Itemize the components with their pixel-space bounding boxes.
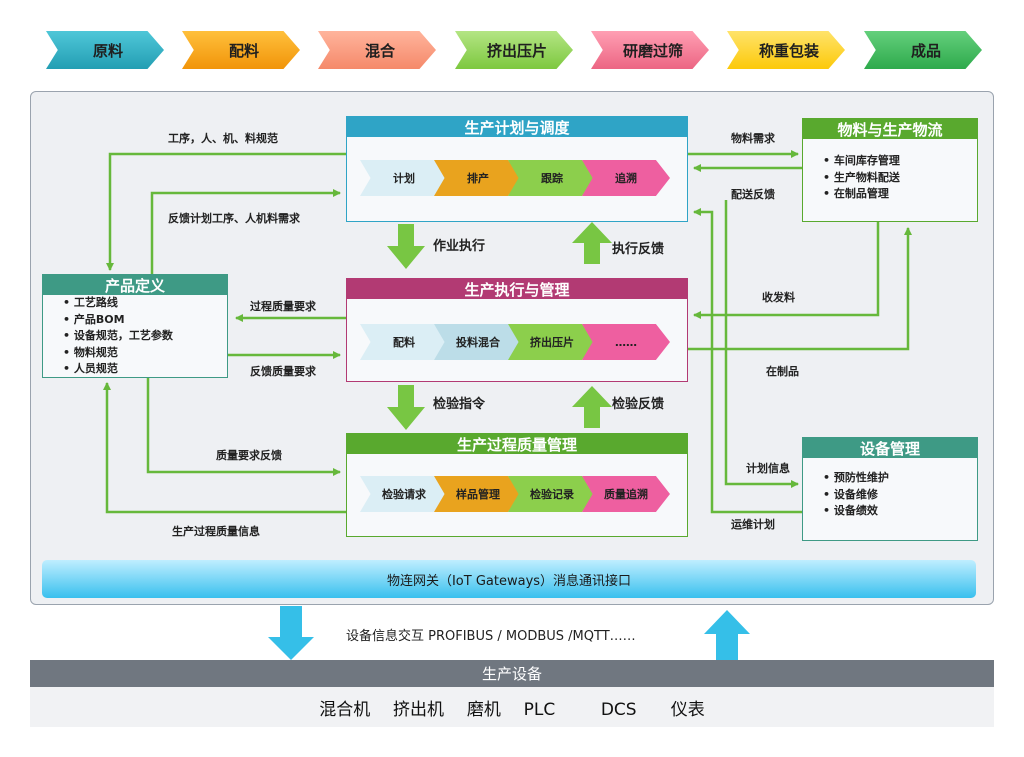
list-item: 产品BOM xyxy=(63,312,227,329)
planning-title: 生产计划与调度 xyxy=(347,117,687,137)
label-inspection-command: 检验指令 xyxy=(433,397,486,412)
list-item: 物料规范 xyxy=(63,345,227,362)
flow-step-finished-product: 成品 xyxy=(864,31,982,69)
planning-step-trace: 追溯 xyxy=(582,160,670,196)
production-equipment-title: 生产设备 xyxy=(481,665,542,683)
quality-step-request: 检验请求 xyxy=(360,476,448,512)
label-execution-feedback: 执行反馈 xyxy=(612,242,665,257)
list-item: 在制品管理 xyxy=(823,186,977,203)
iot-gateway-label: 物连网关（IoT Gateways）消息通讯接口 xyxy=(386,573,632,589)
equipment-management-box: 设备管理 预防性维护 设备维修 设备绩效 xyxy=(802,437,978,541)
iot-gateway-bar: 物连网关（IoT Gateways）消息通讯接口 xyxy=(42,560,976,598)
list-item: 工艺路线 xyxy=(63,295,227,312)
flow-step-grinding: 研磨过筛 xyxy=(591,31,709,69)
label-inspection-feedback: 检验反馈 xyxy=(612,397,665,412)
list-item: 人员规范 xyxy=(63,361,227,378)
label-feedback-quality-req: 反馈质量要求 xyxy=(250,365,316,378)
list-item: 预防性维护 xyxy=(823,470,977,487)
label-feedback-plan: 反馈计划工序、人机料需求 xyxy=(168,212,300,225)
label-quality-req-feedback: 质量要求反馈 xyxy=(216,449,282,462)
list-item: 生产物料配送 xyxy=(823,170,977,187)
planning-step-track: 跟踪 xyxy=(508,160,596,196)
label-wip: 在制品 xyxy=(766,365,799,378)
list-item: 设备维修 xyxy=(823,487,977,504)
quality-step-trace: 质量追溯 xyxy=(582,476,670,512)
protocol-text: 设备信息交互 PROFIBUS / MODBUS /MQTT…… xyxy=(346,629,636,644)
equipment-management-list: 预防性维护 设备维修 设备绩效 xyxy=(803,470,977,520)
flow-step-packaging: 称重包装 xyxy=(727,31,845,69)
product-definition-list: 工艺路线 产品BOM 设备规范，工艺参数 物料规范 人员规范 xyxy=(43,295,227,378)
quality-title: 生产过程质量管理 xyxy=(347,434,687,454)
product-definition-title: 产品定义 xyxy=(43,275,227,295)
label-delivery-feedback: 配送反馈 xyxy=(731,188,775,201)
label-plan-info: 计划信息 xyxy=(746,462,790,475)
planning-step-plan: 计划 xyxy=(360,160,448,196)
equipment-names: 混合机 挤出机 磨机 PLC DCS 仪表 xyxy=(319,699,705,720)
production-equipment-header: 生产设备 xyxy=(30,660,994,687)
quality-step-sample: 样品管理 xyxy=(434,476,522,512)
execution-title: 生产执行与管理 xyxy=(347,279,687,299)
label-process-quality-info: 生产过程质量信息 xyxy=(172,525,260,538)
planning-step-schedule: 排产 xyxy=(434,160,522,196)
label-job-execution: 作业执行 xyxy=(433,239,486,254)
label-spec: 工序，人、机、料规范 xyxy=(168,132,278,145)
list-item: 设备绩效 xyxy=(823,503,977,520)
label-receive-send: 收发料 xyxy=(762,291,795,304)
production-equipment-list: 混合机 挤出机 磨机 PLC DCS 仪表 xyxy=(30,687,994,727)
label-process-quality-req: 过程质量要求 xyxy=(250,300,316,313)
flow-step-extrusion: 挤出压片 xyxy=(455,31,573,69)
equipment-management-title: 设备管理 xyxy=(803,438,977,458)
label-maintenance-plan: 运维计划 xyxy=(731,518,775,531)
material-logistics-list: 车间库存管理 生产物料配送 在制品管理 xyxy=(803,153,977,203)
flow-step-batching: 配料 xyxy=(182,31,300,69)
label-material-req: 物料需求 xyxy=(731,132,775,145)
execution-step-batching: 配料 xyxy=(360,324,448,360)
quality-step-record: 检验记录 xyxy=(508,476,596,512)
material-logistics-box: 物料与生产物流 车间库存管理 生产物料配送 在制品管理 xyxy=(802,118,978,222)
execution-step-more: …… xyxy=(582,324,670,360)
flow-step-raw-material: 原料 xyxy=(46,31,164,69)
list-item: 设备规范，工艺参数 xyxy=(63,328,227,345)
product-definition-box: 产品定义 工艺路线 产品BOM 设备规范，工艺参数 物料规范 人员规范 xyxy=(42,274,228,378)
execution-step-feeding: 投料混合 xyxy=(434,324,522,360)
execution-step-extrusion: 挤出压片 xyxy=(508,324,596,360)
flow-step-mixing: 混合 xyxy=(318,31,436,69)
list-item: 车间库存管理 xyxy=(823,153,977,170)
material-logistics-title: 物料与生产物流 xyxy=(803,119,977,139)
